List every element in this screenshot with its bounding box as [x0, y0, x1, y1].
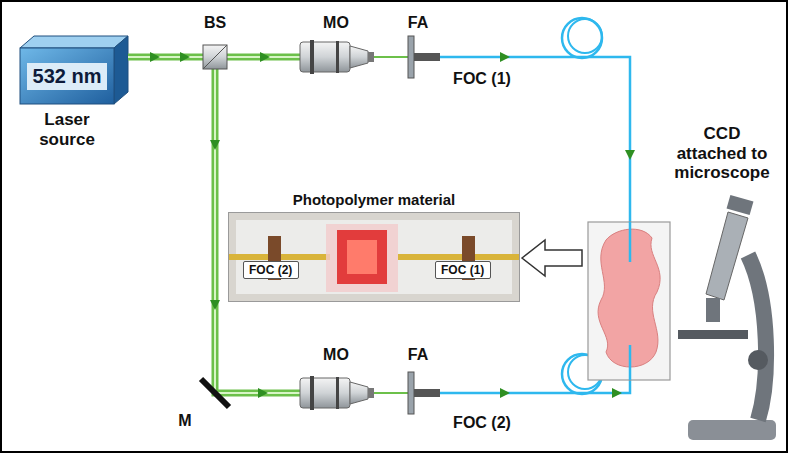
fiber-label: FOC (1): [453, 70, 511, 88]
sample-photo: [228, 212, 520, 302]
sample-photo: [326, 224, 398, 292]
optical-fiber: [568, 19, 602, 53]
mirror: [201, 379, 229, 407]
laser-beam: [210, 140, 220, 150]
optical-fiber: [440, 57, 630, 232]
microscope: [727, 195, 754, 215]
laser-beam: [258, 388, 268, 398]
microscope: [748, 350, 768, 370]
sample-cell: [588, 222, 670, 380]
mirror: [201, 379, 229, 407]
optical-fiber: [500, 388, 510, 398]
laser-beam: [180, 52, 190, 62]
microscope: [706, 298, 720, 322]
fiber-adapter: [414, 53, 440, 61]
microscope-objective: [368, 52, 374, 62]
sample-photo: [228, 212, 520, 302]
microscope-label: CCD attached to microscope: [672, 124, 772, 183]
wavelength-label: 532 nm: [27, 63, 108, 90]
laser-box: [20, 36, 128, 104]
fiber-label: FOC (2): [453, 414, 511, 432]
fiber-adapter: [408, 36, 414, 78]
laser-box: [20, 48, 114, 104]
fiber-adapter: [414, 389, 440, 397]
laser-box: [20, 36, 128, 48]
part-label: FA: [408, 14, 428, 32]
part-label: M: [178, 412, 191, 430]
optical-fiber: [562, 18, 602, 58]
part-label: MO: [323, 14, 349, 32]
part-label: FA: [408, 346, 428, 364]
sample-cell: [629, 222, 632, 380]
optical-fiber: [625, 150, 635, 160]
beam-splitter: [203, 45, 227, 69]
laser-label: Laser source: [31, 110, 103, 149]
microscope-objective: [336, 377, 339, 409]
sample-photo: [347, 240, 377, 274]
fiber-tag-label: FOC (1): [436, 262, 490, 278]
microscope-objective: [350, 46, 368, 68]
fiber-adapter: [408, 372, 414, 414]
microscope: [748, 255, 766, 420]
optical-fiber: [500, 52, 510, 62]
sample-photo: [337, 230, 387, 284]
laser-beam: [260, 52, 270, 62]
microscope: [678, 195, 776, 440]
zoom-arrow: [522, 240, 582, 276]
microscope: [688, 420, 776, 440]
fiber-tag: FOC (1): [435, 261, 491, 279]
microscope-objective: [310, 40, 314, 74]
microscope-objective: [336, 41, 339, 73]
fiber-tag: FOC (2): [243, 261, 299, 279]
sample-cell: [588, 222, 670, 380]
optical-fiber: [612, 388, 622, 398]
microscope-objective: [300, 42, 350, 72]
laser-box: [114, 36, 128, 104]
microscope: [706, 212, 748, 300]
part-label: MO: [323, 346, 349, 364]
microscope-objective: [310, 376, 314, 410]
sample-photo: [236, 220, 512, 294]
beam-splitter: [203, 45, 227, 69]
photo-heading: Photopolymer material: [293, 191, 456, 208]
microscope-objective: [368, 388, 374, 398]
laser-beam: [210, 300, 220, 310]
microscope: [678, 330, 748, 339]
part-label: BS: [204, 14, 226, 32]
beam-splitter: [203, 45, 227, 69]
sample-photo: [398, 254, 520, 260]
laser-beam: [150, 52, 160, 62]
sample-photo-panel: Photopolymer materialFOC (2)FOC (1): [228, 212, 520, 302]
microscope-objective: [350, 382, 368, 404]
fiber-tag-label: FOC (2): [244, 262, 298, 278]
zoom-arrow: [522, 240, 582, 276]
laser-source-box: 532 nmLaser source: [20, 48, 114, 104]
microscope-objective: [300, 378, 350, 408]
